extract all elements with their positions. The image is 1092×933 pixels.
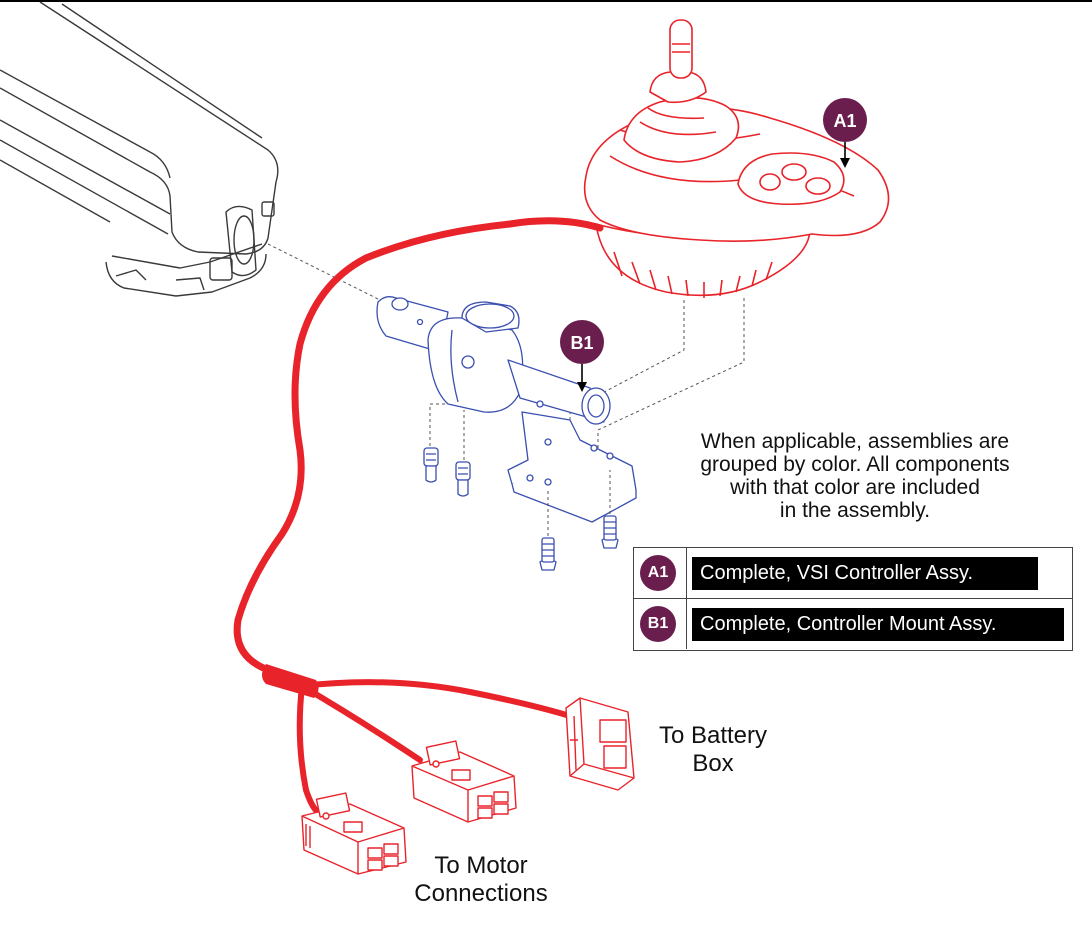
label-line: To Motor [434, 852, 528, 879]
vsi-controller [583, 19, 890, 298]
legend-badge: A1 [640, 555, 676, 591]
note-line: in the assembly. [779, 499, 931, 522]
legend-row-a1: A1 Complete, VSI Controller Assy. [634, 548, 1072, 599]
battery-box-label: To Battery Box [648, 722, 778, 778]
callout-a1 [823, 98, 867, 168]
battery-connector [565, 697, 635, 791]
label-line: Box [692, 750, 734, 777]
label-line: To Battery [658, 722, 768, 749]
callout-a1-label: A1 [833, 111, 856, 131]
harness-junction [262, 664, 319, 698]
note-line: grouped by color. All components [700, 453, 1010, 476]
note-line: with that color are included [730, 476, 980, 499]
motor-connector-1 [411, 740, 517, 823]
legend-row-b1: B1 Complete, Controller Mount Assy. [634, 599, 1072, 649]
legend-badge: B1 [640, 606, 676, 642]
legend-description: Complete, VSI Controller Assy. [692, 557, 1038, 590]
callout-b1 [560, 320, 604, 392]
parts-legend: A1 Complete, VSI Controller Assy. B1 Com… [633, 547, 1073, 651]
controller-guide-lines [569, 298, 745, 480]
motor-connector-2 [301, 792, 407, 875]
screw-guide-lines [429, 403, 611, 536]
note-line: When applicable, assemblies are [700, 430, 1010, 453]
controller-mount [376, 296, 637, 571]
armrest [0, 1, 279, 297]
motor-connections-label: To Motor Connections [396, 852, 566, 908]
label-line: Connections [414, 880, 548, 907]
legend-badge-cell: A1 [634, 548, 687, 598]
legend-badge-cell: B1 [634, 599, 687, 649]
callout-b1-label: B1 [570, 333, 593, 353]
assembly-color-note: When applicable, assemblies are grouped … [660, 430, 1050, 522]
legend-description: Complete, Controller Mount Assy. [692, 608, 1064, 641]
